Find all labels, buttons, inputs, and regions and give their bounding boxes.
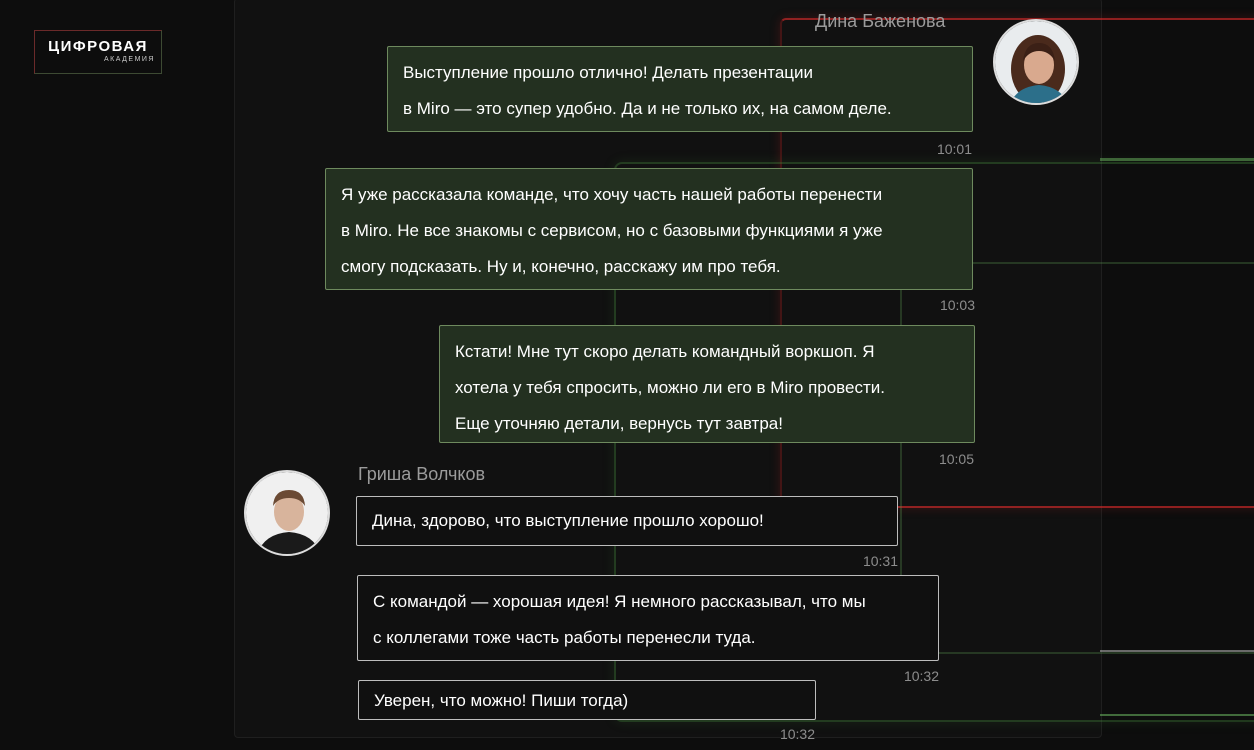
message-time: 10:03 [939,297,975,313]
message-time: 10:05 [938,451,974,467]
message-text: Дина, здорово, что выступление прошло хо… [372,511,764,530]
avatar-grisha[interactable] [244,470,330,556]
message-bubble[interactable]: Я уже рассказала команде, что хочу часть… [325,168,973,290]
message-text: в Miro. Не все знакомы с сервисом, но с … [341,221,883,240]
message-bubble[interactable]: С командой — хорошая идея! Я немного рас… [357,575,939,661]
message-text: хотела у тебя спросить, можно ли его в M… [455,378,885,397]
message-text: Уверен, что можно! Пиши тогда) [374,691,629,710]
message-text: Выступление прошло отлично! Делать презе… [403,63,814,82]
avatar-dina-image [995,21,1077,103]
message-time: 10:32 [903,668,939,684]
message-bubble[interactable]: Уверен, что можно! Пиши тогда) [358,680,816,720]
logo-subtitle: АКАДЕМИЯ [104,56,155,63]
decorative-line [1100,158,1254,161]
message-time: 10:31 [862,553,898,569]
decorative-line [1100,650,1254,652]
message-text: Еще уточняю детали, вернусь тут завтра! [455,414,783,433]
message-text: смогу подсказать. Ну и, конечно, расскаж… [341,257,781,276]
message-bubble[interactable]: Дина, здорово, что выступление прошло хо… [356,496,898,546]
message-bubble[interactable]: Выступление прошло отлично! Делать презе… [387,46,973,132]
logo: ЦИФРОВАЯ АКАДЕМИЯ [34,30,162,74]
message-bubble[interactable]: Кстати! Мне тут скоро делать командный в… [439,325,975,443]
message-time: 10:32 [779,726,815,742]
avatar-dina[interactable] [993,19,1079,105]
message-text: Я уже рассказала команде, что хочу часть… [341,185,883,204]
logo-title: ЦИФРОВАЯ [48,38,148,55]
message-text: в Miro — это супер удобно. Да и не тольк… [403,99,892,118]
sender-name-grisha: Гриша Волчков [358,464,486,484]
message-time: 10:01 [936,141,972,157]
message-text: С командой — хорошая идея! Я немного рас… [373,592,866,611]
message-text: с коллегами тоже часть работы перенесли … [373,628,756,647]
decorative-line [1100,714,1254,716]
sender-name-dina: Дина Баженова [815,11,946,31]
message-text: Кстати! Мне тут скоро делать командный в… [455,342,875,361]
avatar-grisha-image [246,472,328,554]
